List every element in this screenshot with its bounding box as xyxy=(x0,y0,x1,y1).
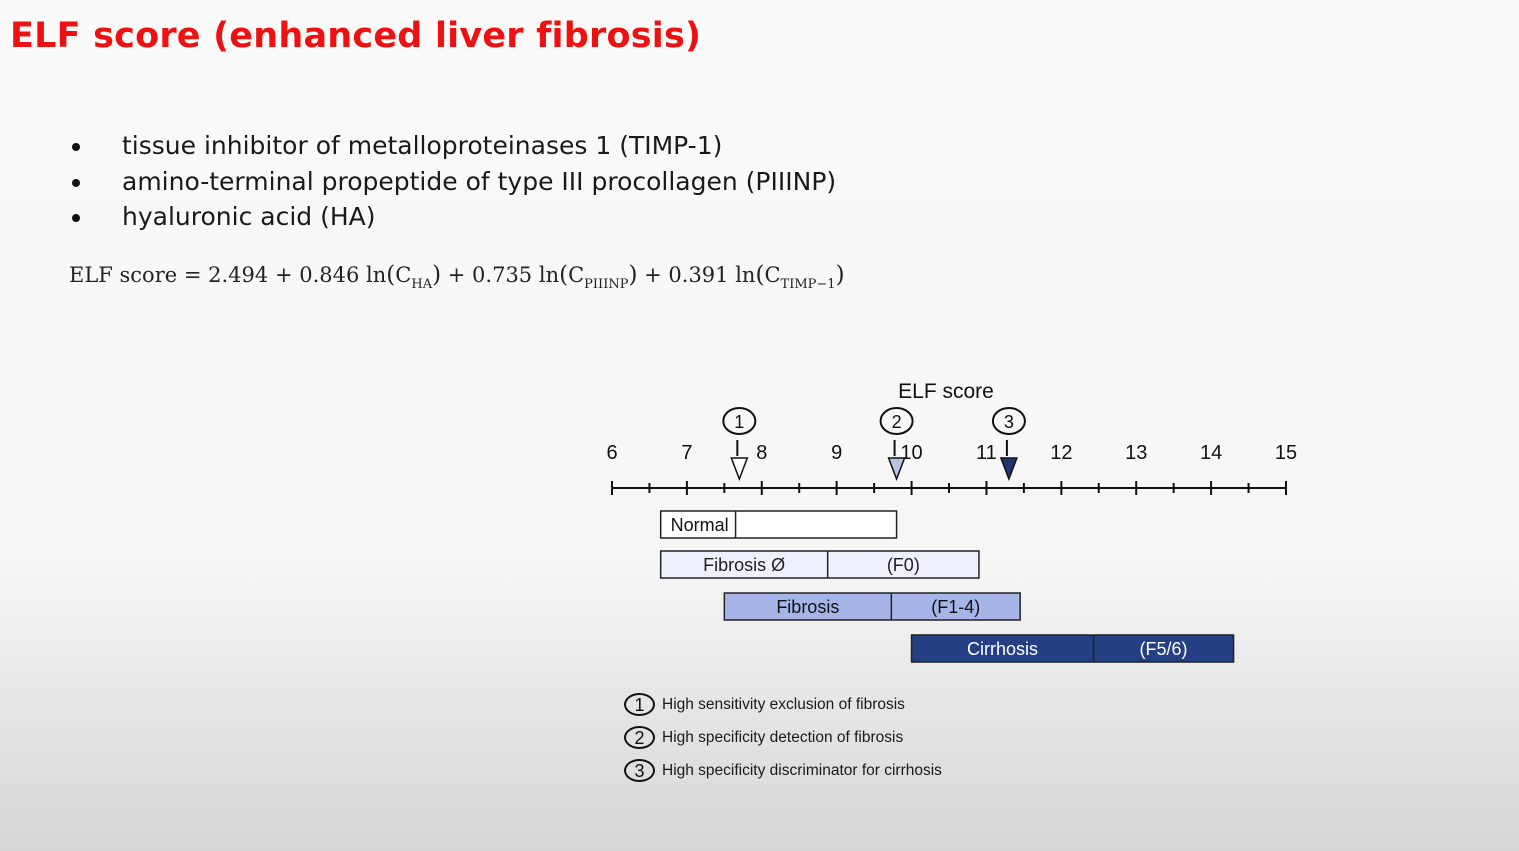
cutoff-arrow-icon xyxy=(730,457,749,482)
formula-sub-ha: HA xyxy=(411,277,433,292)
cutoff-arrow-icon xyxy=(999,457,1018,482)
formula-var: C xyxy=(764,263,781,287)
bullet-text: tissue inhibitor of metalloproteinases 1… xyxy=(122,131,723,160)
legend-text: High specificity detection of fibrosis xyxy=(662,728,904,746)
legend-number: 1 xyxy=(624,693,655,716)
stage-bar-code: (F5/6) xyxy=(1140,639,1188,659)
bullet-dot-icon xyxy=(72,214,80,222)
formula-fn: ln xyxy=(735,263,756,287)
formula-sub-piiinp: PIIINP xyxy=(584,277,629,292)
bullet-text: amino-terminal propeptide of type III pr… xyxy=(122,166,837,196)
bullet-dot-icon xyxy=(72,178,80,187)
tick-label: 14 xyxy=(1200,442,1222,464)
formula-coef-piiinp: 0.735 xyxy=(472,263,533,287)
formula-sub-timp: TIMP−1 xyxy=(780,277,836,292)
legend-text: High specificity discriminator for cirrh… xyxy=(662,761,942,779)
elf-formula: ELF score = 2.494 + 0.846 ln(CHA) + 0.73… xyxy=(69,262,845,292)
formula-coef-timp: 0.391 xyxy=(668,263,729,287)
bullet-item: tissue inhibitor of metalloproteinases 1… xyxy=(72,128,836,164)
tick-label: 15 xyxy=(1275,442,1297,464)
stage-bar xyxy=(659,550,980,579)
legend-number: 2 xyxy=(624,726,655,749)
legend-item: 3 High specificity discriminator for cir… xyxy=(624,754,942,787)
stage-bar-code: (F0) xyxy=(887,555,920,575)
cutoff-circle xyxy=(991,407,1026,435)
cutoff-number: 3 xyxy=(1004,412,1014,432)
cutoff-number: 1 xyxy=(734,412,744,432)
formula-constant: 2.494 xyxy=(208,263,269,287)
tick-label: 11 xyxy=(976,442,997,464)
legend-item: 1 High sensitivity exclusion of fibrosis xyxy=(624,688,942,721)
formula-var: C xyxy=(395,263,412,287)
legend-number: 3 xyxy=(624,759,655,782)
cutoff-number: 2 xyxy=(892,412,902,432)
bullet-item: hyaluronic acid (HA) xyxy=(72,199,836,235)
tick-label: 13 xyxy=(1125,442,1147,464)
stage-bar-code: (F1-4) xyxy=(931,597,980,617)
bullet-item: amino-terminal propeptide of type III pr… xyxy=(72,164,836,200)
formula-fn: ln xyxy=(366,263,387,287)
formula-lhs: ELF score xyxy=(69,263,178,287)
axis-title: ELF score xyxy=(898,380,994,403)
tick-label: 6 xyxy=(606,442,617,464)
tick-label: 7 xyxy=(681,442,692,464)
tick-label: 12 xyxy=(1050,442,1072,464)
formula-var: C xyxy=(568,263,585,287)
stage-bar xyxy=(659,510,898,539)
stage-bar-label: Normal xyxy=(671,515,729,535)
stage-bar-label: Fibrosis xyxy=(776,597,839,617)
tick-label: 8 xyxy=(756,442,767,464)
diagram-legend: 1 High sensitivity exclusion of fibrosis… xyxy=(624,688,942,787)
slide-title: ELF score (enhanced liver fibrosis) xyxy=(10,16,702,56)
bullet-dot-icon xyxy=(72,143,80,151)
marker-bullet-list: tissue inhibitor of metalloproteinases 1… xyxy=(72,128,836,235)
cutoff-circle xyxy=(879,407,914,435)
stage-bar-label: Fibrosis Ø xyxy=(703,555,785,575)
stage-bar xyxy=(910,634,1235,663)
legend-text: High sensitivity exclusion of fibrosis xyxy=(662,695,905,713)
cutoff-circle xyxy=(722,407,757,435)
stage-bar-label: Cirrhosis xyxy=(967,639,1038,659)
tick-label: 10 xyxy=(900,442,922,464)
formula-fn: ln xyxy=(538,263,560,287)
tick-label: 9 xyxy=(831,442,842,464)
cutoff-arrow-icon xyxy=(887,457,906,482)
bullet-text: hyaluronic acid (HA) xyxy=(122,202,376,231)
legend-item: 2 High specificity detection of fibrosis xyxy=(624,721,942,754)
formula-coef-ha: 0.846 xyxy=(299,263,360,287)
formula-equals: = xyxy=(183,263,209,287)
stage-bar xyxy=(723,592,1021,621)
